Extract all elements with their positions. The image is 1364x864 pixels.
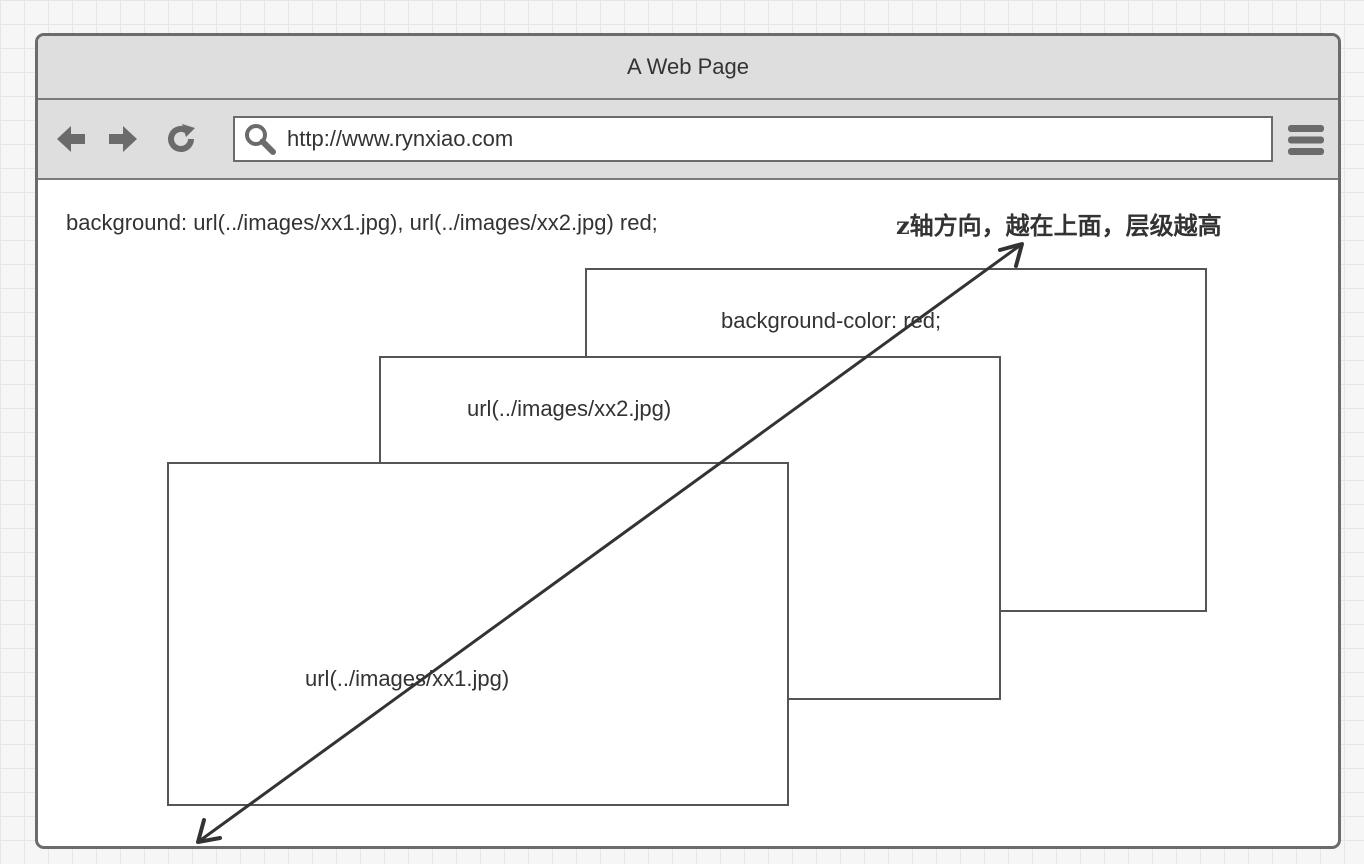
image-xx1-label: url(../images/xx1.jpg) <box>305 666 510 691</box>
window-title: A Web Page <box>627 54 749 79</box>
search-icon <box>245 124 276 155</box>
browser-toolbar <box>38 100 1338 180</box>
url-input[interactable] <box>287 126 1247 152</box>
image-xx1-layer: url(../images/xx1.jpg) <box>167 462 789 806</box>
address-bar[interactable] <box>233 116 1273 162</box>
reload-icon[interactable] <box>164 122 198 156</box>
page-content: background: url(../images/xx1.jpg), url(… <box>38 180 1338 846</box>
arrow-left-icon[interactable] <box>54 122 88 156</box>
background-color-label: background-color: red; <box>721 308 942 333</box>
z-axis-note: z轴方向，越在上面，层级越高 <box>896 211 1222 240</box>
image-xx2-label: url(../images/xx2.jpg) <box>467 396 672 421</box>
arrow-right-icon[interactable] <box>106 122 140 156</box>
window-titlebar: A Web Page <box>38 36 1338 100</box>
hamburger-menu-icon[interactable] <box>1286 122 1326 158</box>
browser-window: A Web Page background: url(../images/xx1… <box>35 33 1341 849</box>
background-shorthand-code: background: url(../images/xx1.jpg), url(… <box>66 210 658 235</box>
